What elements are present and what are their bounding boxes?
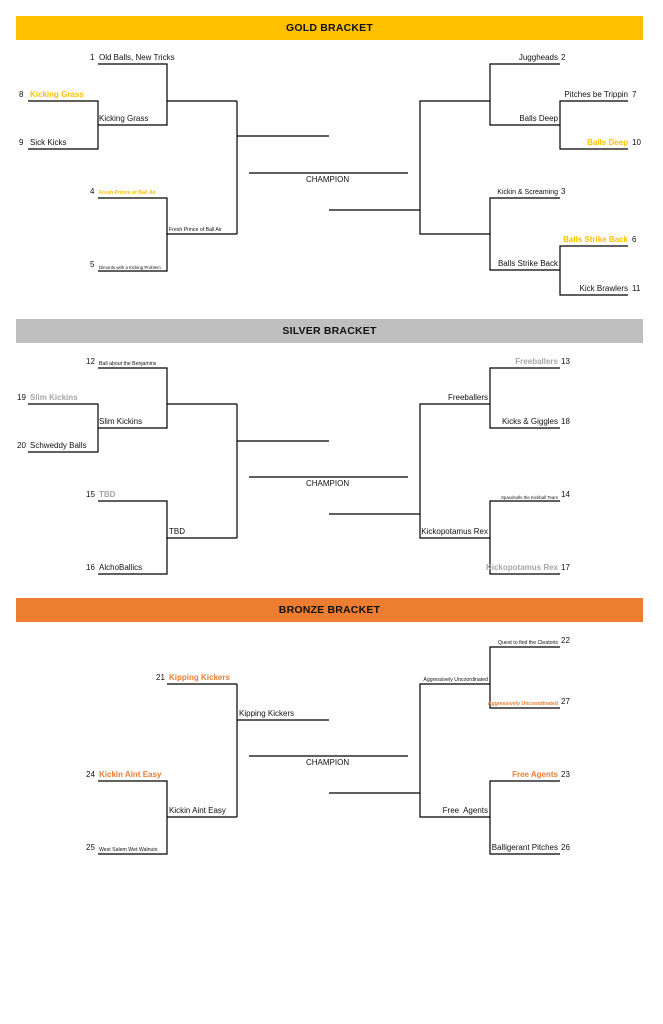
gold-team-dimonts: Dimonts with a Kicking Problem [99,265,161,270]
bronze-winner-aggressively: Aggressively Uncoordinated [423,677,488,683]
gold-seed-3: 3 [561,187,566,196]
gold-seed-8: 8 [19,90,24,99]
gold-team-kick-brawlers: Kick Brawlers [579,284,628,293]
silver-seed-19: 19 [17,393,26,402]
silver-seed-14: 14 [561,490,570,499]
bronze-seed-21: 21 [156,673,165,682]
silver-seed-18: 18 [561,417,570,426]
silver-team-alchoballics: AlchoBallics [99,563,143,572]
gold-seed-7: 7 [632,90,637,99]
silver-line-r1-winner [98,403,237,429]
gold-winner-kicking-grass: Kicking Grass [99,114,149,123]
silver-bracket-banner: SILVER BRACKET [16,319,643,343]
bronze-champion-label: CHAMPION [306,758,350,767]
gold-seed-10: 10 [632,138,641,147]
gold-team-kickin-screaming: Kickin & Screaming [497,189,558,196]
bronze-team-kickin-aint-easy: Kickin Aint Easy [99,770,162,779]
gold-line-seed3 [489,197,560,234]
gold-seed-1: 1 [90,53,95,62]
gold-seed-9: 9 [19,138,24,147]
bronze-bracket-title: BRONZE BRACKET [278,604,381,616]
gold-seed-6: 6 [632,235,637,244]
bronze-team-wet-walnuts: West Salem Wet Walnuts [99,847,158,853]
gold-line-seed5 [98,233,237,272]
bronze-winner-free-agents: Free Agents [442,806,488,815]
bronze-line-right-semis [419,683,490,818]
gold-line-r1-winner-right [489,101,560,126]
bronze-seed-27: 27 [561,697,570,706]
gold-team-kicking-grass: Kicking Grass [30,90,84,99]
gold-champion-label: CHAMPION [306,175,350,184]
bronze-bracket-banner: BRONZE BRACKET [16,598,643,622]
gold-team-old-balls: Old Balls, New Tricks [99,53,175,62]
bronze-line-seed24 [98,780,168,855]
bronze-seed-26: 26 [561,843,570,852]
bronze-seed-25: 25 [86,843,95,852]
silver-winner-tbd: TBD [169,527,185,536]
silver-seed-15: 15 [86,490,95,499]
gold-winner-fresh-prince: Fresh Prince of Ball Air [169,227,222,233]
gold-team-balls-deep: Balls Deep [587,138,628,147]
gold-bracket-title: GOLD BRACKET [286,22,373,34]
gold-seed-11: 11 [632,284,641,293]
bronze-team-cleatoris: Quest to find the Cleatoris [498,640,558,646]
gold-line-r1-winner-right2 [489,234,560,271]
bronze-team-aggressively: Aggressively Uncoordinated [487,701,558,707]
gold-winner-balls-deep: Balls Deep [519,114,558,123]
bronze-team-kipping-kickers: Kipping Kickers [169,673,230,682]
bronze-team-balligerant: Balligerant Pitches [491,843,558,852]
gold-winner-balls-strike-back: Balls Strike Back [497,259,558,268]
gold-seed-2: 2 [561,53,566,62]
gold-team-sick-kicks: Sick Kicks [30,138,67,147]
silver-line-seed13 [489,367,560,429]
silver-seed-16: 16 [86,563,95,572]
silver-line-seed16 [98,537,237,575]
bronze-team-free-agents: Free Agents [512,770,558,779]
silver-team-kickopotamus: Kickopotamus Rex [485,563,558,572]
silver-winner-slim-kickins: Slim Kickins [99,417,143,426]
silver-champion-label: CHAMPION [306,479,350,488]
bronze-winner-kipping-kickers: Kipping Kickers [239,709,295,718]
silver-seed-12: 12 [86,357,95,366]
bronze-line-seed22 [489,646,560,709]
gold-line-right-semis [419,100,490,235]
silver-team-benjamins: Ball about the Benjamins [99,361,157,367]
bronze-winner-kickin-aint-easy: Kickin Aint Easy [169,806,226,815]
silver-bracket-title: SILVER BRACKET [282,325,377,337]
silver-team-slim-kickins: Slim Kickins [30,393,78,402]
gold-line-r1-winner [98,100,237,126]
silver-team-kicks-giggles: Kicks & Giggles [501,417,558,426]
gold-line-seed2 [489,63,560,101]
gold-seed-5: 5 [90,260,95,269]
gold-bracket-banner: GOLD BRACKET [16,16,643,40]
silver-winner-kickopotamus: Kickopotamus Rex [421,527,488,536]
silver-line-seed12 [98,367,168,404]
silver-winner-freeballers: Freeballers [447,393,488,402]
gold-team-pitches: Pitches be Trippin [564,90,628,99]
silver-seed-13: 13 [561,357,570,366]
gold-team-balls-strike-back: Balls Strike Back [563,235,628,244]
silver-team-spacebolls: Spacebolls the Kickball Team [500,495,558,500]
silver-team-tbd: TBD [99,490,116,499]
gold-line-seed4 [98,197,168,234]
bronze-seed-22: 22 [561,636,570,645]
bronze-seed-24: 24 [86,770,95,779]
silver-team-freeballers: Freeballers [515,357,558,366]
silver-seed-17: 17 [561,563,570,572]
bronze-seed-23: 23 [561,770,570,779]
silver-line-right-semis [419,403,490,539]
gold-seed-4: 4 [90,187,95,196]
silver-line-seed15 [98,500,168,538]
silver-team-schweddy: Schweddy Balls [30,441,87,450]
gold-line-seed1 [98,63,168,101]
gold-team-juggheads: Juggheads [518,53,558,62]
silver-seed-20: 20 [17,441,26,450]
gold-team-fresh-prince: Fresh Prince of Ball Air [99,190,157,196]
